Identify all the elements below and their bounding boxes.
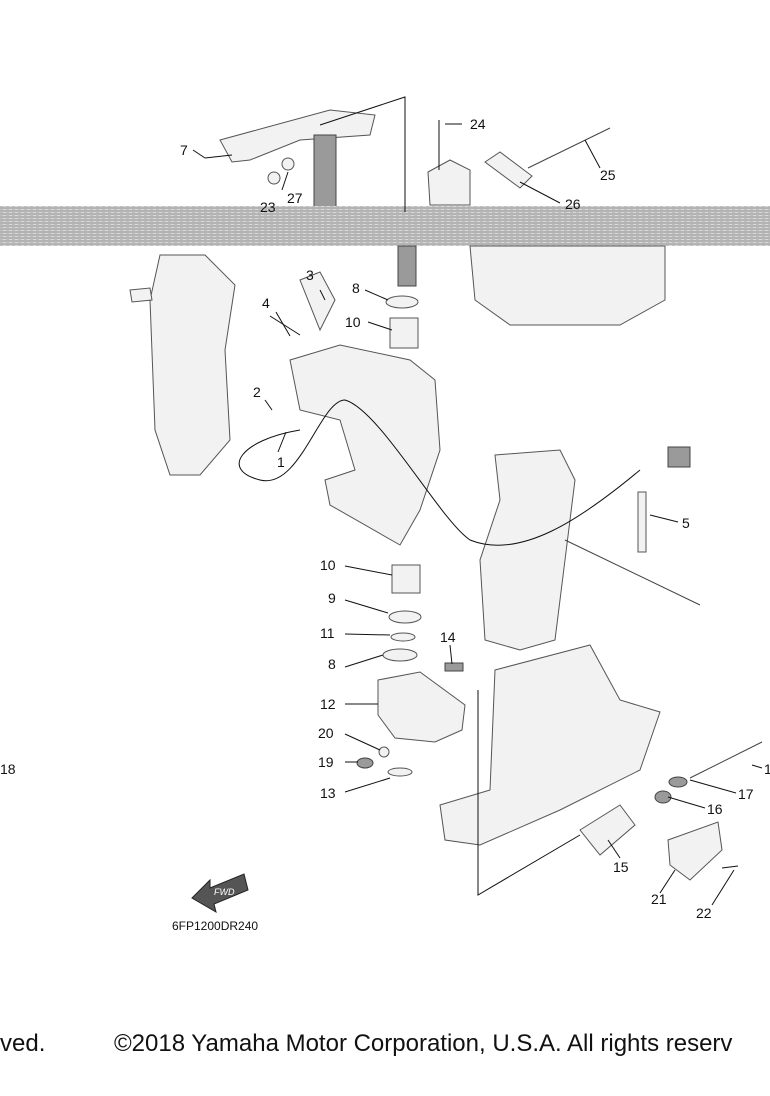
callout-22: 22 [696, 905, 712, 921]
callout-1: 1 [277, 454, 285, 470]
leader-lines [192, 123, 763, 906]
callout-11: 11 [320, 625, 335, 641]
lower-mount-housing [439, 644, 763, 881]
callout-10-lower: 10 [320, 557, 336, 573]
callout-4: 4 [262, 295, 270, 311]
callout-17: 17 [738, 786, 754, 802]
callout-2: 2 [253, 384, 261, 400]
callout-8-upper: 8 [352, 280, 360, 296]
callout-3: 3 [306, 267, 314, 283]
callouts: 1 2 3 4 5 7 8 8 9 10 10 11 12 13 14 15 1… [0, 116, 770, 921]
callout-23: 23 [260, 199, 276, 215]
diagram-code: 6FP1200DR240 [172, 919, 258, 933]
swivel-bracket [269, 271, 441, 546]
lower-bracket [356, 662, 466, 777]
callout-15: 15 [613, 859, 629, 875]
callout-10-upper: 10 [345, 314, 361, 330]
callout-26: 26 [565, 196, 581, 212]
callout-24: 24 [470, 116, 486, 132]
callout-27: 27 [287, 190, 303, 206]
lower-bushing-stack [382, 564, 422, 662]
clamp-bracket-right [479, 446, 701, 651]
upper-housing [397, 245, 666, 326]
callout-25: 25 [600, 167, 616, 183]
callout-21: 21 [651, 891, 667, 907]
footer-left-text: ved. [0, 1030, 46, 1057]
callout-16: 16 [707, 801, 723, 817]
top-bracket-right [427, 120, 611, 206]
callout-18-right: 1 [764, 761, 770, 777]
clamp-bracket-left [129, 254, 236, 476]
steering-bracket [204, 109, 376, 211]
group-outline-bottom [477, 690, 581, 896]
group-outline-top [319, 96, 406, 212]
callout-13: 13 [320, 785, 336, 801]
fwd-label: FWD [214, 887, 235, 897]
callout-5: 5 [682, 515, 690, 531]
callout-14: 14 [440, 629, 456, 645]
callout-8-lower: 8 [328, 656, 336, 672]
callout-7: 7 [180, 142, 188, 158]
footer-copyright: ©2018 Yamaha Motor Corporation, U.S.A. A… [114, 1030, 733, 1057]
callout-12: 12 [320, 696, 336, 712]
wire-harness [238, 399, 641, 546]
callout-19: 19 [318, 754, 334, 770]
fwd-arrow-icon: FWD [191, 873, 249, 914]
callout-9: 9 [328, 590, 336, 606]
callout-18-left: 18 [0, 761, 16, 777]
scan-band [0, 206, 770, 246]
callout-20: 20 [318, 725, 334, 741]
